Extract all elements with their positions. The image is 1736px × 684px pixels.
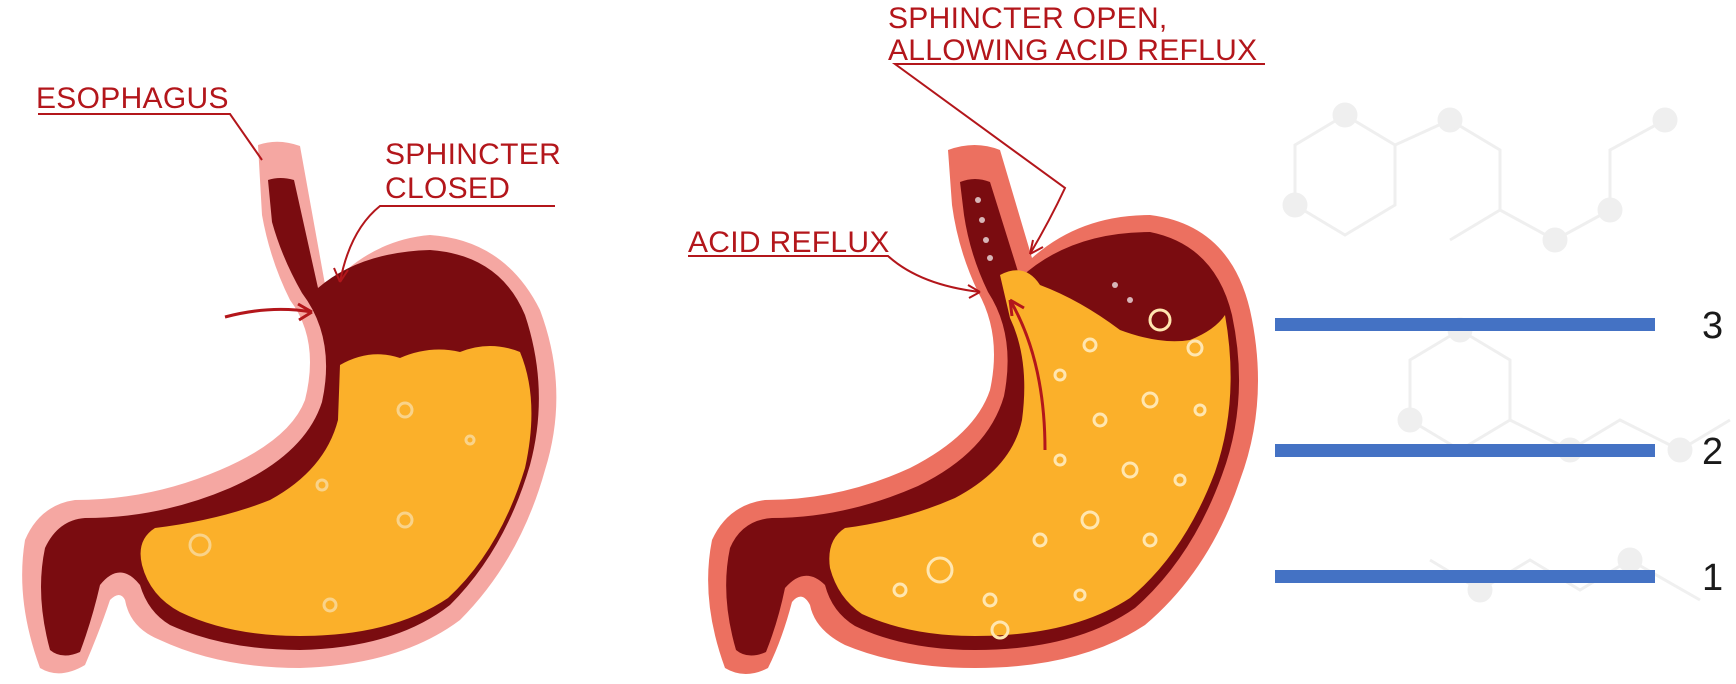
level-bar-1 [1275, 570, 1655, 583]
acid-reflux-leader [688, 256, 980, 292]
level-bar-2 [1275, 444, 1655, 457]
level-number-2: 2 [1702, 431, 1723, 473]
level-number-3: 3 [1702, 305, 1723, 347]
sphincter-open-label-line2: ALLOWING ACID REFLUX [888, 34, 1257, 67]
stomach-reflux: SPHINCTER OPEN, ALLOWING ACID REFLUX ACI… [688, 2, 1265, 674]
sphincter-open-label-line1: SPHINCTER OPEN, [888, 2, 1168, 35]
level-bar-3 [1275, 318, 1655, 331]
esophagus-label: ESOPHAGUS [36, 82, 229, 115]
sphincter-closed-label-line1: SPHINCTER [385, 138, 561, 171]
sphincter-closed-label-line2: CLOSED [385, 172, 510, 205]
level-markers: 3 2 1 [1275, 305, 1723, 599]
level-number-1: 1 [1702, 557, 1723, 599]
acid-reflux-label: ACID REFLUX [688, 226, 890, 259]
stomach-normal: ESOPHAGUS SPHINCTER CLOSED [22, 82, 561, 673]
molecule-background [1284, 104, 1730, 601]
esophagus-leader [38, 114, 262, 160]
